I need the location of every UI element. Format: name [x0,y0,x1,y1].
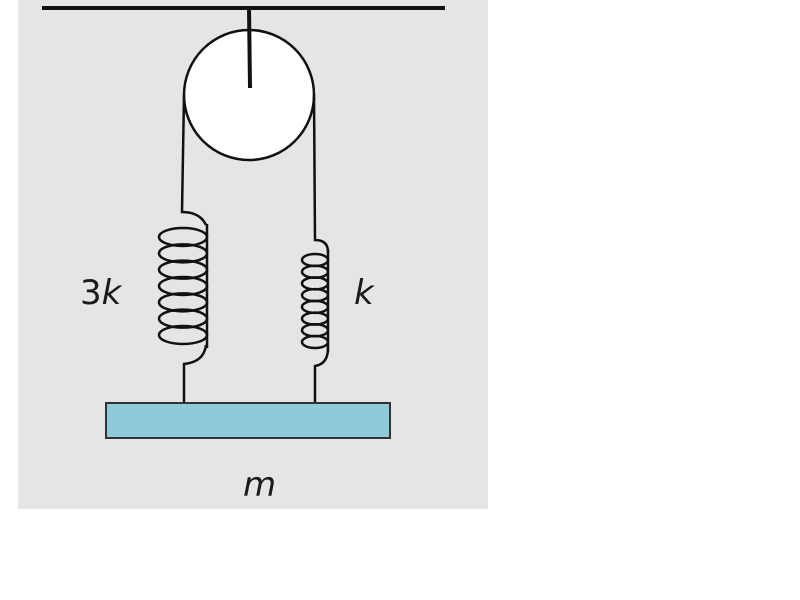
mass-block [105,402,391,439]
spring-coil [157,243,209,264]
pulley-support-rod [247,7,252,89]
spring-coil [157,292,209,313]
spring-coil [300,334,330,350]
label-3k-k: k [102,273,123,313]
label-3k: 3k [80,273,123,313]
spring-coil [157,324,209,346]
right-spring-bottom-wire [313,347,330,404]
spring-coil [157,275,209,297]
spring-coil [157,226,209,248]
spring-coil [157,308,209,329]
spring-k [300,250,330,352]
label-k: k [354,273,375,313]
label-m: m [243,465,276,505]
spring-coil [157,259,209,280]
right-string [312,94,330,253]
left-string [180,94,208,226]
label-3k-number: 3 [80,273,102,313]
spring-3k [157,224,209,348]
left-spring-bottom-wire [182,344,208,404]
